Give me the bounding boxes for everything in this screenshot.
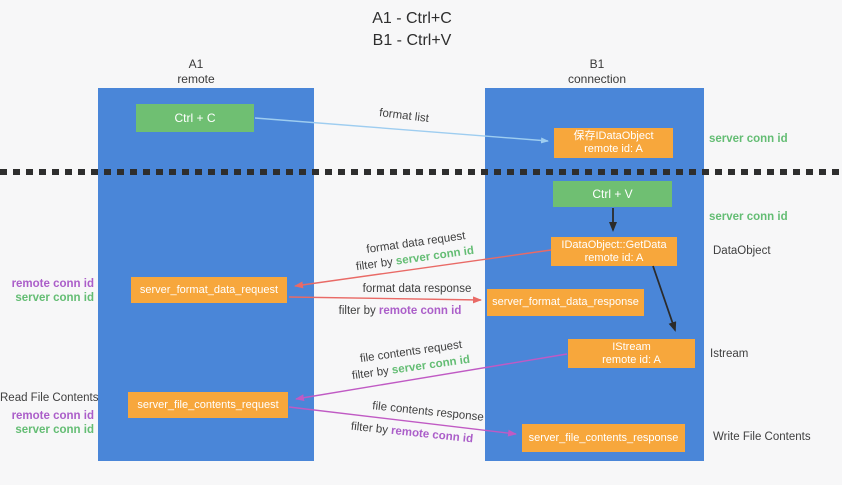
istream-line1: IStream — [612, 340, 651, 353]
save-idataobject-line2: remote id: A — [584, 143, 643, 155]
save-idataobject-line1: 保存IDataObject — [573, 130, 654, 142]
title-line-1: A1 - Ctrl+C — [372, 10, 452, 27]
column-a-header: A1 remote — [141, 57, 251, 87]
column-a-subtitle: remote — [177, 72, 215, 86]
left-server-conn-id-1: server conn id — [15, 292, 94, 304]
right-server-conn-id-1: server conn id — [709, 133, 788, 145]
save-idataobject-box: 保存IDataObject remote id: A — [554, 128, 673, 158]
server-file-contents-request-label: server_file_contents_request — [137, 398, 279, 411]
server-file-contents-response-box: server_file_contents_response — [522, 424, 685, 452]
ctrl-v-label: Ctrl + V — [592, 186, 633, 201]
server-format-data-response-label: server_format_data_response — [492, 296, 639, 308]
istream-box: IStream remote id: A — [568, 339, 695, 368]
label-format-list: format list — [378, 107, 430, 125]
arrow-format-data-response — [288, 296, 482, 304]
ctrl-c-box: Ctrl + C — [136, 104, 254, 132]
remote-conn-id-text: remote conn id — [378, 305, 462, 317]
server-format-data-response-box: server_format_data_response — [487, 289, 644, 316]
idataobject-getdata-box: IDataObject::GetData remote id: A — [551, 237, 677, 266]
filter-by-text: filter by — [351, 364, 393, 383]
ctrl-c-label: Ctrl + C — [174, 110, 216, 125]
column-a-title: A1 — [188, 57, 204, 71]
filter-by-text: filter by — [338, 305, 379, 317]
server-format-data-request-box: server_format_data_request — [131, 277, 287, 303]
filter-by-text: filter by — [355, 255, 397, 274]
right-server-conn-id-2: server conn id — [709, 211, 788, 223]
right-istream-label: Istream — [710, 348, 749, 360]
left-remote-conn-id-1: remote conn id — [11, 278, 94, 290]
label-format-data-response: format data response — [362, 283, 472, 295]
label-filter-by-remote-conn-id-2: filter by remote conn id — [350, 421, 473, 446]
right-dataobject-label: DataObject — [713, 245, 771, 257]
title-line-2: B1 - Ctrl+V — [372, 32, 452, 49]
server-format-data-request-label: server_format_data_request — [139, 283, 279, 296]
ctrl-v-box: Ctrl + V — [553, 181, 672, 207]
right-write-file-contents-label: Write File Contents — [713, 431, 811, 443]
separator-dashed-line — [0, 169, 842, 175]
label-filter-by-remote-conn-id-1: filter by remote conn id — [339, 305, 462, 317]
label-file-contents-response: file contents response — [371, 400, 485, 424]
remote-conn-id-text: remote conn id — [390, 424, 474, 446]
server-file-contents-response-label: server_file_contents_response — [528, 431, 679, 444]
column-b-title: B1 — [589, 57, 605, 71]
idataobject-getdata-line1: IDataObject::GetData — [561, 238, 667, 251]
diagram-title: A1 - Ctrl+C B1 - Ctrl+V — [312, 8, 512, 52]
left-read-file-contents-label: Read File Contents — [0, 392, 99, 404]
istream-line2: remote id: A — [602, 353, 661, 366]
left-remote-conn-id-2: remote conn id — [11, 410, 94, 422]
column-b-subtitle: connection — [567, 72, 627, 86]
left-server-conn-id-2: server conn id — [15, 424, 94, 436]
server-file-contents-request-box: server_file_contents_request — [128, 392, 288, 418]
filter-by-text: filter by — [350, 420, 392, 437]
column-b-header: B1 connection — [542, 57, 652, 87]
idataobject-getdata-line2: remote id: A — [584, 251, 644, 264]
